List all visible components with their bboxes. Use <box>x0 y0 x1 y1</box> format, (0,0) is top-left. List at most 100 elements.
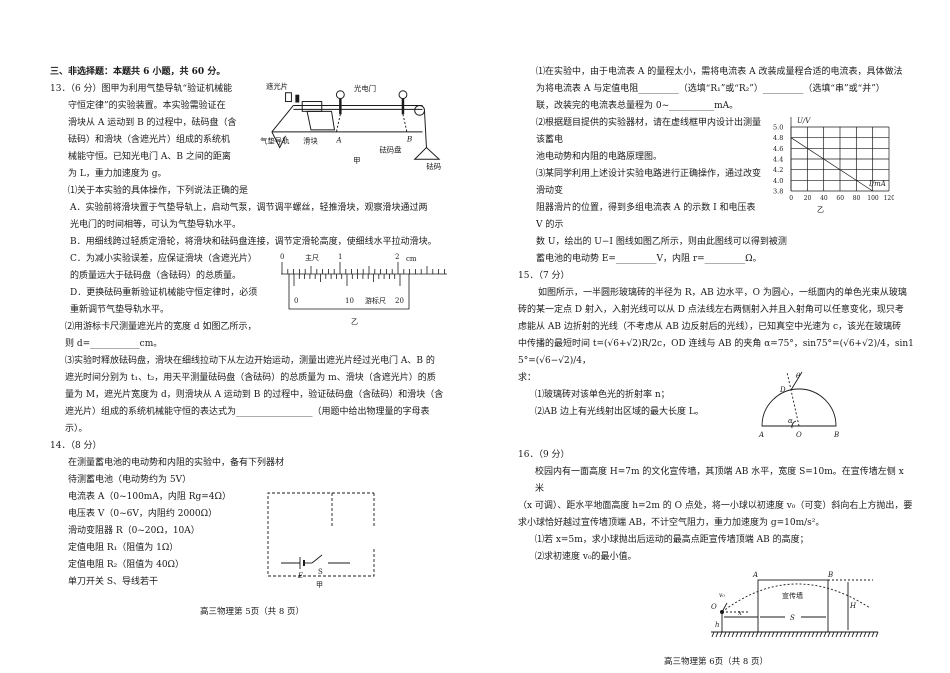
ground-hatch <box>743 631 747 638</box>
ground-hatch <box>847 631 851 638</box>
q14-item: 单刀开关 S、导线若干 <box>68 577 159 587</box>
q16-line: （x 可调）、距水平地面高度 h=2m 的 O 点处，将一小球以初速度 v₀（可… <box>518 501 913 511</box>
x-tick-label: 0 <box>789 195 793 202</box>
ground-hatch <box>867 631 871 638</box>
page-footer: 高三物理第 6页（共 8 页） <box>664 657 768 667</box>
ground-hatch <box>815 631 819 638</box>
q14-item: 电压表 V（0~6V，内阻约 2000Ω） <box>68 509 218 519</box>
q14-subq-1: ⑴在实验中，由于电流表 A 的量程太小，需将电流表 A 改装成量程合适的电流表，… <box>536 67 903 77</box>
x-tick-label: 20 <box>804 195 812 202</box>
label-v0: v₀ <box>719 592 725 599</box>
q16-subq-1: ⑴若 x=5m，求小球抛出后运动的最高点距宣传墙顶端 AB 的高度； <box>535 535 809 545</box>
q13-line: 为 L，重力加速度为 g。 <box>68 169 167 179</box>
q14-line: 池电动势和内阻的电路原理图。 <box>536 152 663 162</box>
q14-item: 待测蓄电池（电动势约为 5V） <box>68 475 192 485</box>
label-o: O <box>711 603 717 611</box>
q13-option-d-cont: 重新调节气垫导轨水平。 <box>70 305 170 315</box>
ground-hatch <box>731 631 735 638</box>
label-o: O <box>796 431 802 439</box>
q15-line: 虑能从 AB 边折射的光线（不考虑从 AB 边反射后的光线），已知真空中光速为 … <box>518 322 902 332</box>
ground-hatch <box>803 631 807 638</box>
label-pan: 砝码盘 <box>379 145 401 154</box>
q15-line: 砖的某一定点 D 射入，入射光线可以从 D 点法线左右两侧射入并且入射角可以任意… <box>518 305 904 315</box>
q13-option-b: B．用细线跨过轻质定滑轮，将滑块和砝码盘连接，调节定滑轮高度，使细线水平拉动滑块… <box>70 237 437 247</box>
x-tick-label: 80 <box>853 195 861 202</box>
tick-1: 1 <box>338 253 342 261</box>
vtick-0: 0 <box>294 297 298 305</box>
unit-cm: cm <box>406 255 417 263</box>
q15-header: 15．（7 分） <box>518 271 570 281</box>
y-axis-label: U/V <box>797 117 811 125</box>
q13-line: 守恒定律”的实验装置。本实验需验证在 <box>68 101 226 111</box>
ground-hatch <box>711 631 715 638</box>
ground-hatch <box>767 631 771 638</box>
q13-line: 砝码）和滑块（含遮光片）组成的系统机 <box>68 135 231 145</box>
q15-formula-line: 中传播的最短时间 t=(√6+√2)R/2c，OD 连线与 AB 的夹角 α=7… <box>518 339 914 366</box>
label-shade: 遮光片 <box>266 82 288 91</box>
label-s: S <box>318 568 323 576</box>
air-track-figure: 遮光片 光电门 气垫导轨 滑块 A B 砝码盘 砝码 甲 <box>260 82 441 171</box>
ground-hatch <box>787 631 791 638</box>
q15-line: 如图所示，一半圆形玻璃砖的半径为 R，AB 边水平，O 为圆心，一纸面内的单色光… <box>538 288 907 298</box>
label-a: A <box>758 431 764 439</box>
left-page: 三、非选择题：本题共 6 小题，共 60 分。 <box>50 64 454 619</box>
q14-subq-3: ⑶某同学利用上述设计实验电路进行正确操作，通过改变滑动变 <box>536 169 762 196</box>
q13-option-d: D．更换砝码重新验证机械能守恒定律时，必须 <box>70 288 258 298</box>
tick-0: 0 <box>280 253 284 261</box>
question-13: 遮光片 光电门 气垫导轨 滑块 A B 砝码盘 砝码 甲 13．（6 分）图甲为… <box>50 81 454 438</box>
section-header: 三、非选择题：本题共 6 小题，共 60 分。 <box>50 67 226 77</box>
ground-hatch <box>827 631 831 638</box>
q13-line: 量为 M，遮光片宽度为 d，则滑块从 A 运动到 B 的过程中，验证砝码盘（含砝… <box>65 390 444 400</box>
q14-line: 在测量蓄电池的电动势和内阻的实验中，备有下列器材 <box>68 458 285 468</box>
ground-hatch <box>819 631 823 638</box>
ground-hatch <box>715 631 719 638</box>
q13-line: 13．（6 分）图甲为利用气垫导轨“验证机械能 <box>50 84 233 94</box>
ground-hatch <box>851 631 855 638</box>
question-14: 14．（8 分） 在测量蓄电池的电动势和内阻的实验中，备有下列器材 待测蓄电池（… <box>50 438 454 591</box>
q14-line: 蓄电池的电动势 E=_________V，内阻 r=_________Ω。 <box>536 254 762 264</box>
label-vernier: 游标尺 <box>365 296 386 305</box>
ground-hatch <box>727 631 731 638</box>
q14-subq-2: ⑵根据题目提供的实验器材，请在虚线框甲内设计出测量该蓄电 <box>536 118 762 145</box>
q16-header: 16．（9 分） <box>518 450 570 460</box>
ground-hatch <box>871 631 875 638</box>
label-b: B <box>827 571 833 579</box>
ground-hatch <box>863 631 867 638</box>
tick-2: 2 <box>395 253 399 261</box>
x-tick-label: 100 <box>867 195 879 202</box>
y-tick-label: 5.0 <box>773 124 783 132</box>
page-footer: 高三物理第 5页（共 8 页） <box>200 607 304 617</box>
ground-hatch <box>723 631 727 638</box>
q13-subq-3: ⑶实验时释放砝码盘，滑块在细线拉动下从左边开始运动，测量出遮光片经过光电门 A、… <box>65 356 435 366</box>
q14-line: 联，改装完的电流表总量程为 0~__________mA。 <box>536 101 739 111</box>
q13-blank-d: 则 d=___________cm。 <box>65 339 163 349</box>
label-alpha: α <box>788 417 793 425</box>
q13-line: 滑块从 A 运动到 B 的过程中，砝码盘（含 <box>68 118 237 128</box>
x-tick-label: 60 <box>836 195 844 202</box>
u-i-line <box>790 137 873 192</box>
caption-jia: 甲 <box>316 581 323 589</box>
ground-hatch <box>775 631 779 638</box>
q14-item: 滑动变阻器 R（0~20Ω，10A） <box>68 526 200 536</box>
vtick-20: 20 <box>395 297 404 305</box>
ground-hatch <box>875 631 879 638</box>
q15-subq-1: ⑴玻璃砖对该单色光的折射率 n； <box>535 390 670 400</box>
label-H: H <box>849 602 857 610</box>
q14-line: 数 U，绘出的 U−I 图线如图乙所示，则由此图线可以得到被测 <box>536 237 787 247</box>
vernier-caliper-figure: 0 主尺 1 2 cm 0 10 游标尺 20 乙 <box>280 253 447 326</box>
label-s: S <box>790 614 795 622</box>
x-axis-label: I/mA <box>868 180 886 188</box>
label-gate: 光电门 <box>354 84 376 93</box>
q13-option-c-cont: 的质量远大于砝码盘（含砝码）的总质量。 <box>70 271 242 281</box>
label-a: A <box>335 136 341 145</box>
label-slider: 滑块 <box>303 137 318 146</box>
q13-line: 示）。 <box>65 424 88 434</box>
y-tick-label: 3.8 <box>773 188 783 196</box>
ground-hatch <box>811 631 815 638</box>
q13-option-c: C．为减小实验误差，应保证滑块（含遮光片） <box>70 254 257 264</box>
x-tick-label: 40 <box>820 195 828 202</box>
label-h: h <box>715 621 720 629</box>
label-weights: 砝码 <box>426 162 441 171</box>
ground-hatch <box>791 631 795 638</box>
